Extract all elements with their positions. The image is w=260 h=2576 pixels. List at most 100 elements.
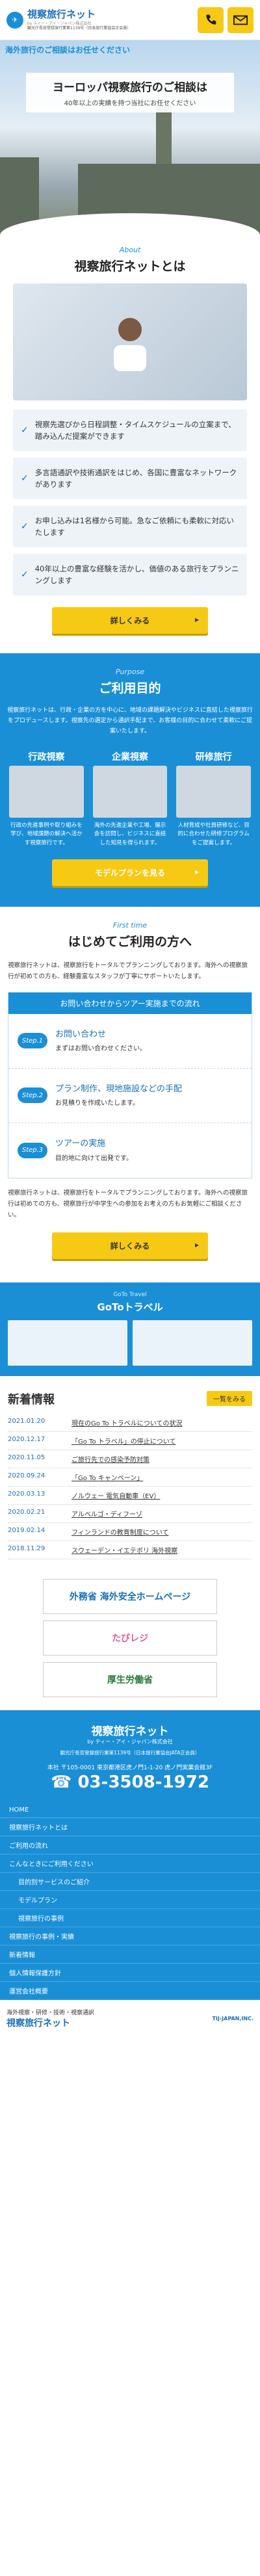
first-after-text: 視察旅行ネットは、視察旅行をトータルでプランニングしております。海外への視察旅行…	[8, 1189, 248, 1219]
banner-section: 外務省 海外安全ホームページ たびレジ 厚生労働省	[0, 1566, 260, 1704]
footer-bottom: 海外視察・研修・技術・視察通訳 視察旅行ネット TIJ-JAPAN,INC.	[0, 2000, 260, 2038]
goto-banner-image[interactable]	[8, 1320, 127, 1366]
news-item[interactable]: 2020.11.05 ご旅行先での感染予防対策	[8, 1450, 252, 1468]
news-link[interactable]: ご旅行先での感染予防対策	[72, 1456, 150, 1464]
license-text: 観光庁長官登録旅行業第1139号（日本旅行業協会正会員）	[27, 25, 131, 31]
footer-nav-item[interactable]: 視察旅行の事例・実績	[0, 1927, 260, 1946]
footer-phone[interactable]: ☎ 03-3508-1972	[0, 1773, 260, 1792]
mofa-banner[interactable]: 外務省 海外安全ホームページ	[43, 1578, 217, 1614]
brand-name: 視察旅行ネット	[27, 8, 96, 21]
card-text: 行政の先進事例や取り組みを学び、地域課題の解決へ活かす視察旅行です。	[10, 822, 83, 846]
news-item[interactable]: 2020.09.24 「Go To キャンペーン」	[8, 1468, 252, 1487]
purpose-section: Purpose ご利用目的 視察旅行ネットは、行政・企業の方を中心に、地域の課題…	[0, 653, 260, 907]
mhlw-banner[interactable]: 厚生労働省	[43, 1661, 217, 1697]
goto-banner-image[interactable]	[133, 1320, 252, 1366]
news-link[interactable]: アルベルゴ・ディフーゾ	[72, 1511, 142, 1518]
about-title: 視察旅行ネットとは	[74, 259, 186, 274]
footer-nav-subitem[interactable]: モデルプラン	[0, 1891, 260, 1910]
phone-icon: ☎	[51, 1773, 78, 1793]
about-item-text: 40年以上の豊富な経験を活かし、価値のある旅行をプランニングします	[34, 564, 239, 585]
check-icon: ✓	[21, 473, 29, 484]
footer-brand: 視察旅行ネット	[91, 1724, 169, 1738]
hero-badge: 海外旅行のご相談はお任せください	[5, 46, 131, 55]
footer-address: 本社 〒105-0001 東京都港区虎ノ門1-1-20 虎ノ門実業会館3F	[47, 1765, 213, 1772]
mail-button[interactable]	[228, 7, 254, 33]
footer-logo[interactable]: 視察旅行ネット by ティー・アイ・ジャパン株式会社	[0, 1722, 260, 1745]
phone-icon	[206, 14, 216, 25]
news-date: 2021.01.20	[8, 1417, 46, 1425]
news-date: 2020.11.05	[8, 1453, 46, 1461]
footer-nav-item[interactable]: 新着情報	[0, 1945, 260, 1964]
step-text: お見積りを作成いたします。	[55, 1100, 139, 1108]
model-plan-button[interactable]: モデルプランを見る▸	[52, 859, 208, 887]
about-item: ✓ 視察先選びから日程調整・タイムスケジュールの立案まで、踏み込んだ提案ができます	[13, 410, 247, 451]
arrow-right-icon: ▸	[194, 1240, 199, 1249]
first-more-label: 詳しくみる	[110, 1241, 150, 1251]
purpose-title: ご利用目的	[99, 681, 161, 696]
news-link[interactable]: 「Go To キャンペーン」	[72, 1474, 144, 1482]
news-date: 2020.09.24	[8, 1472, 46, 1479]
about-item: ✓40年以上の豊富な経験を活かし、価値のある旅行をプランニングします	[13, 554, 247, 595]
first-time-section: First time はじめてご利用の方へ 視察旅行ネットは、視察旅行をトータル…	[0, 907, 260, 1265]
news-more-button[interactable]: 一覧をみる	[207, 1391, 252, 1407]
footer-nav-item[interactable]: HOME	[0, 1802, 260, 1819]
purpose-card[interactable]: 研修旅行人材育成や社員研修など、目的に合わせた研修プログラムをご提案します。	[174, 748, 254, 848]
card-image	[9, 765, 84, 818]
news-link[interactable]: スウェーデン・イエテボリ 海外視察	[72, 1547, 178, 1555]
footer-nav-item[interactable]: こんなときにご利用ください	[0, 1854, 260, 1873]
operator-photo	[13, 283, 247, 400]
about-list: ✓ 視察先選びから日程調整・タイムスケジュールの立案まで、踏み込んだ提案ができます…	[13, 410, 247, 595]
hero: 海外旅行のご相談はお任せください ヨーロッパ視察旅行のご相談は 40年以上の実績…	[0, 40, 260, 235]
phone-button[interactable]	[198, 7, 224, 33]
tabireji-banner[interactable]: たびレジ	[43, 1620, 217, 1656]
about-item-text: 視察先選びから日程調整・タイムスケジュールの立案まで、踏み込んだ提案ができます	[34, 419, 236, 441]
about-more-label: 詳しくみる	[110, 616, 150, 625]
purpose-label: Purpose	[115, 668, 145, 676]
purpose-card[interactable]: 企業視察海外の先進企業や工場、展示会を訪問し、ビジネスに直結した知見を得られます…	[90, 748, 170, 848]
check-icon: ✓	[21, 425, 29, 436]
first-label: First time	[112, 921, 148, 930]
card-image	[92, 765, 168, 818]
first-more-button[interactable]: 詳しくみる ▸	[52, 1232, 208, 1259]
footer-nav-item[interactable]: 視察旅行ネットとは	[0, 1818, 260, 1837]
purpose-text: 視察旅行ネットは、行政・企業の方を中心に、地域の課題解決やビジネスに直結した視察…	[7, 707, 253, 735]
about-more-button[interactable]: 詳しくみる▸	[52, 607, 208, 634]
news-link[interactable]: 現在のGo To トラベルについての状況	[72, 1420, 183, 1427]
model-plan-label: モデルプランを見る	[94, 868, 165, 878]
footer-nav-item[interactable]: 運営会社概要	[0, 1982, 260, 2001]
news-section: 新着情報 一覧をみる 2021.01.20 現在のGo To トラベルについての状…	[0, 1376, 260, 1566]
card-image	[176, 765, 252, 818]
about-item-text: お申し込みは1名様から可能。急なご依頼にも柔軟に対応いたします	[34, 515, 235, 537]
logo[interactable]: ✈ 視察旅行ネット by ティー・アイ・ジャパン株式会社 観光庁長官登録旅行業第…	[6, 9, 194, 31]
step-title: ツアーの実施	[55, 1139, 106, 1149]
news-link[interactable]: 「Go To トラベル」の停止について	[72, 1438, 176, 1446]
check-icon: ✓	[21, 521, 29, 532]
news-link[interactable]: ノルウェー 電気自動車（EV）	[72, 1492, 161, 1500]
site-footer: 視察旅行ネット by ティー・アイ・ジャパン株式会社 観光庁長官登録旅行業第11…	[0, 1710, 260, 2038]
logo-mark-icon: ✈	[6, 11, 23, 29]
news-title: 新着情報	[8, 1392, 55, 1407]
footer-nav-item[interactable]: ご利用の流れ	[0, 1836, 260, 1855]
footer-bottom-caption: 海外視察・研修・技術・視察通訳	[6, 2010, 95, 2017]
footer-nav-item[interactable]: 個人情報保護方針	[0, 1964, 260, 1983]
first-text: 視察旅行ネットは、視察旅行をトータルでプランニングしております。海外への視察旅行…	[8, 962, 248, 981]
purpose-card[interactable]: 行政視察行政の先進事例や取り組みを学び、地域課題の解決へ活かす視察旅行です。	[6, 748, 86, 848]
footer-nav-subitem[interactable]: 目的別サービスのご紹介	[0, 1873, 260, 1892]
company-logo: TIJ-JAPAN,INC.	[212, 2016, 254, 2022]
news-list: 2021.01.20 現在のGo To トラベルについての状況 2020.12.1…	[8, 1414, 252, 1559]
news-item[interactable]: 2021.01.20 現在のGo To トラベルについての状況	[8, 1414, 252, 1432]
step-title: お問い合わせ	[55, 1029, 107, 1039]
hero-title: ヨーロッパ視察旅行のご相談は	[53, 81, 207, 94]
news-link[interactable]: フィンランドの教育制度について	[72, 1529, 169, 1537]
about-item-text: 多言語通訳や技術通訳をはじめ、各国に豊富なネットワークがあります	[34, 467, 237, 489]
footer-nav-subitem[interactable]: 視察旅行の事例	[0, 1909, 260, 1928]
footer-brand-sub: by ティー・アイ・ジャパン株式会社	[87, 1738, 173, 1745]
news-item[interactable]: 2020.12.17「Go To トラベル」の停止について	[8, 1432, 252, 1450]
